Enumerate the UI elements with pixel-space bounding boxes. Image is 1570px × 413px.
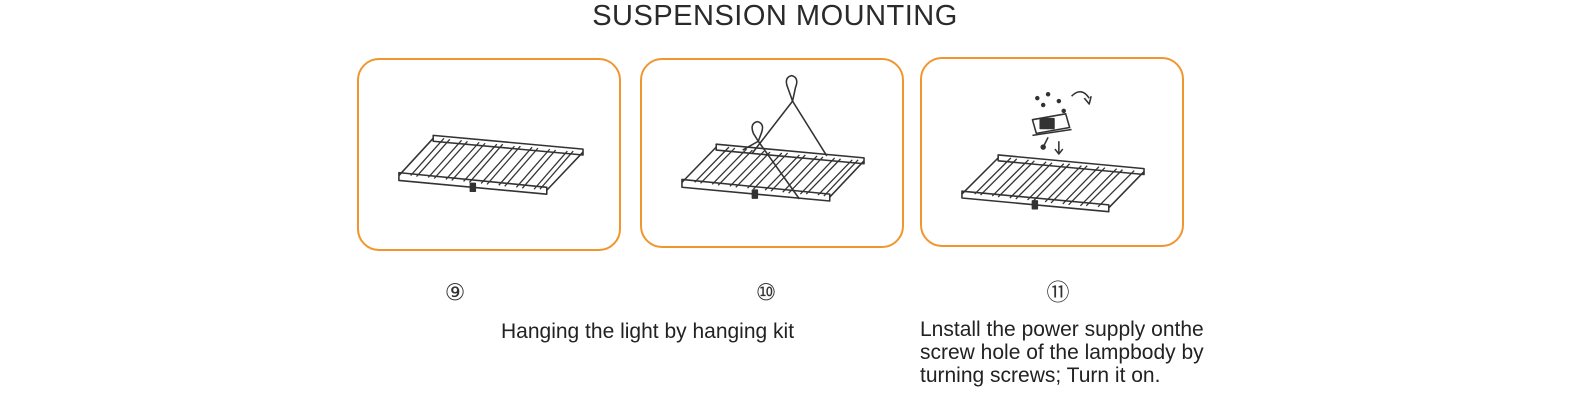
- light-fixture-drawing: [398, 134, 584, 195]
- illustration-panel-power-supply: [920, 57, 1184, 247]
- power-supply-drawing: [961, 91, 1145, 213]
- illustration-panel-hanging-kit: [640, 58, 904, 248]
- step-number-10: ⑩: [755, 280, 777, 306]
- step-number-9: ⑨: [444, 280, 466, 306]
- step-number-11: ⑪: [1046, 280, 1070, 306]
- illustration-panel-fixture: [357, 58, 621, 251]
- hanging-kit-drawing: [681, 74, 865, 202]
- page-title: SUSPENSION MOUNTING: [592, 0, 958, 32]
- caption-hanging: Hanging the light by hanging kit: [501, 320, 795, 343]
- caption-install-power-supply: Lnstall the power supply onthe screw hol…: [920, 318, 1204, 387]
